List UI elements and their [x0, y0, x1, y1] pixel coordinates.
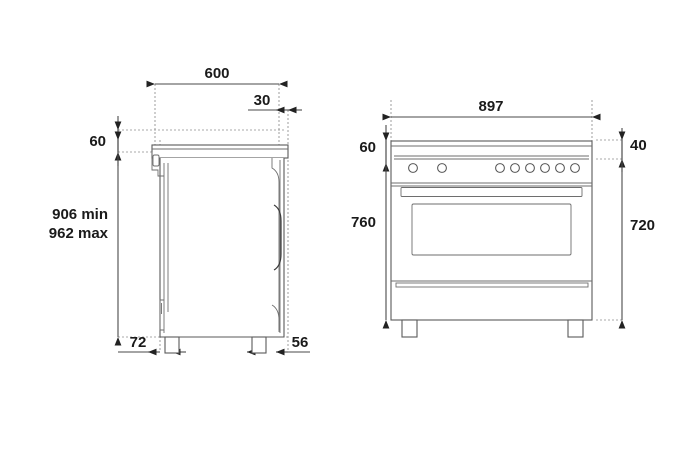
dimension-body-720: 720 [618, 159, 655, 329]
side-door-lower-edge [271, 304, 280, 332]
side-door-handle [273, 204, 282, 271]
dim-label-720: 720 [630, 217, 655, 234]
front-view-body [390, 140, 593, 338]
dim-label-760: 760 [351, 214, 376, 231]
knob-left-1[interactable] [408, 163, 418, 173]
knob-right-6[interactable] [570, 163, 580, 173]
dim-label-56: 56 [292, 334, 309, 351]
dim-label-906-min: 906 min [52, 206, 108, 223]
dimension-width-897: 897 [382, 98, 601, 121]
side-leg-rear [251, 336, 267, 354]
dim-label-600: 600 [204, 65, 229, 82]
front-view-extension-lines [390, 100, 622, 321]
control-knobs-left[interactable] [408, 163, 447, 173]
dim-label-60-side: 60 [89, 133, 106, 150]
dimension-depth-600: 600 [146, 65, 288, 88]
knob-right-4[interactable] [540, 163, 550, 173]
side-lower-latch [159, 299, 164, 331]
dim-label-962-max: 962 max [49, 225, 109, 242]
dimension-overhang-30: 30 [248, 92, 302, 114]
side-cooktop-slab [151, 144, 289, 159]
dim-label-72: 72 [130, 334, 147, 351]
dim-label-30: 30 [254, 92, 271, 109]
knob-right-2[interactable] [510, 163, 520, 173]
front-leg-left [401, 319, 418, 338]
storage-drawer-handle[interactable] [395, 282, 589, 288]
knob-right-3[interactable] [525, 163, 535, 173]
front-leg-right [567, 319, 584, 338]
side-body-outline [159, 158, 285, 338]
side-view-body [151, 144, 289, 354]
control-knobs-right[interactable] [495, 163, 580, 173]
knob-right-1[interactable] [495, 163, 505, 173]
side-hinge-bracket [151, 152, 164, 177]
dimension-body-760: 760 [351, 163, 390, 329]
side-door-edge [271, 158, 280, 330]
dim-label-897: 897 [478, 98, 503, 115]
dimension-height-range: 906 min 962 max [49, 131, 122, 346]
side-leg-front [164, 336, 180, 354]
knob-right-5[interactable] [555, 163, 565, 173]
side-view-group: 600 30 60 906 min 962 max 72 [49, 65, 310, 356]
side-hinge-pin [152, 154, 160, 167]
front-view-group: 897 60 760 40 720 [351, 98, 655, 338]
dim-label-40: 40 [630, 137, 647, 154]
knob-left-2[interactable] [437, 163, 447, 173]
oven-door-handle[interactable] [400, 187, 583, 197]
oven-door-window [411, 203, 572, 256]
dim-label-60-front: 60 [359, 139, 376, 156]
